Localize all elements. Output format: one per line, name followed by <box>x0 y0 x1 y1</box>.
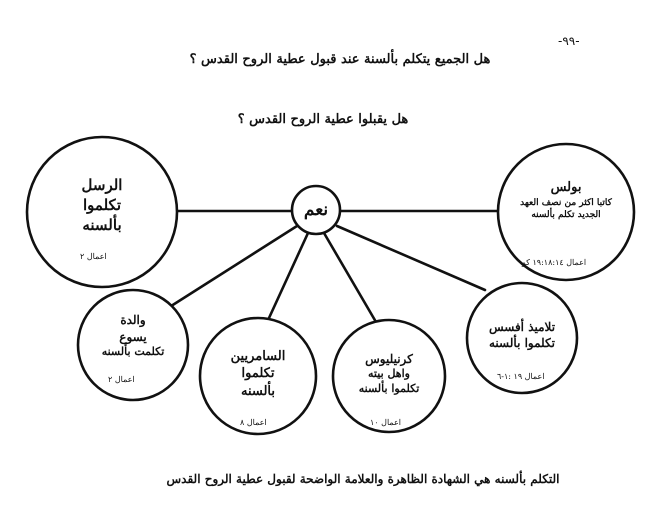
apostles-line-1: الرسل <box>81 175 123 194</box>
connector-hub-ephesus <box>335 224 487 292</box>
node-ephesus: تلاميذ أفسس تكلموا بألسنه <box>468 305 576 365</box>
samaritans-ref: اعمال ٨ <box>240 418 267 427</box>
ephesus-line-2: تكلموا بألسنه <box>489 336 555 350</box>
node-circle-mary <box>76 288 190 402</box>
mary-line-3: تكلمت بألسنه <box>101 344 165 358</box>
apostles-ref: اعمال ٢ <box>80 252 107 261</box>
node-circle-apostles <box>25 135 179 289</box>
sub-question-title: هل يقبلوا عطية الروح القدس ؟ <box>237 112 409 127</box>
node-circle-samaritans <box>198 316 318 436</box>
cornelius-line-2: واهل بيته <box>368 367 410 381</box>
node-circle-cornelius <box>331 318 447 434</box>
hub-label: نعم <box>303 200 329 220</box>
connector-hub-cornelius <box>322 231 378 324</box>
main-question-title: هل الجميع يتكلم بألسنة عند قبول عطية الر… <box>189 52 491 67</box>
mary-line-2: يسوع <box>119 329 147 344</box>
page-number: -٩٩- <box>558 34 580 48</box>
paul-ref: اعمال ١٩:١٨:١٤ كو <box>522 258 587 267</box>
node-samaritans: السامريين تكلموا بألسنه <box>203 334 313 414</box>
paul-line-1: بولس <box>550 180 582 196</box>
node-paul: بولس كاتبا اكثر من نصف العهد الجديد تكلم… <box>498 158 634 242</box>
node-mary: والدة يسوع تكلمت بألسنه <box>80 298 186 374</box>
node-circle-ephesus <box>465 281 579 395</box>
cornelius-ref: اعمال ١٠ <box>370 418 402 427</box>
cornelius-line-1: كرنيليوس <box>365 352 413 367</box>
node-apostles: الرسل تكلموا بألسنه <box>27 160 177 250</box>
ephesus-line-1: تلاميذ أفسس <box>488 319 556 334</box>
connector-hub-samaritans <box>267 231 310 320</box>
hub-circle <box>290 184 342 236</box>
apostles-line-3: بألسنه <box>82 216 122 235</box>
ephesus-ref: اعمال ١٩ :١-٦ <box>497 372 545 381</box>
footer-caption: التكلم بألسنه هي الشهادة الظاهرة والعلام… <box>166 472 560 486</box>
node-circle-paul <box>496 142 636 282</box>
apostles-line-2: تكلموا <box>82 195 121 214</box>
samaritans-line-3: بألسنه <box>240 383 276 399</box>
node-cornelius: كرنيليوس واهل بيته تكلموا بألسنه <box>334 336 444 412</box>
connector-hub-mary <box>166 224 299 310</box>
samaritans-line-1: السامريين <box>230 348 286 364</box>
mary-ref: اعمال ٢ <box>108 375 135 384</box>
paul-line-2: كاتبا اكثر من نصف العهد <box>520 197 612 208</box>
hub-node: نعم <box>292 186 340 234</box>
samaritans-line-2: تكلموا <box>241 366 275 382</box>
cornelius-line-3: تكلموا بألسنه <box>358 382 420 396</box>
paul-line-3: الجديد تكلم بألسنه <box>531 209 601 220</box>
mary-line-1: والدة <box>120 313 146 328</box>
